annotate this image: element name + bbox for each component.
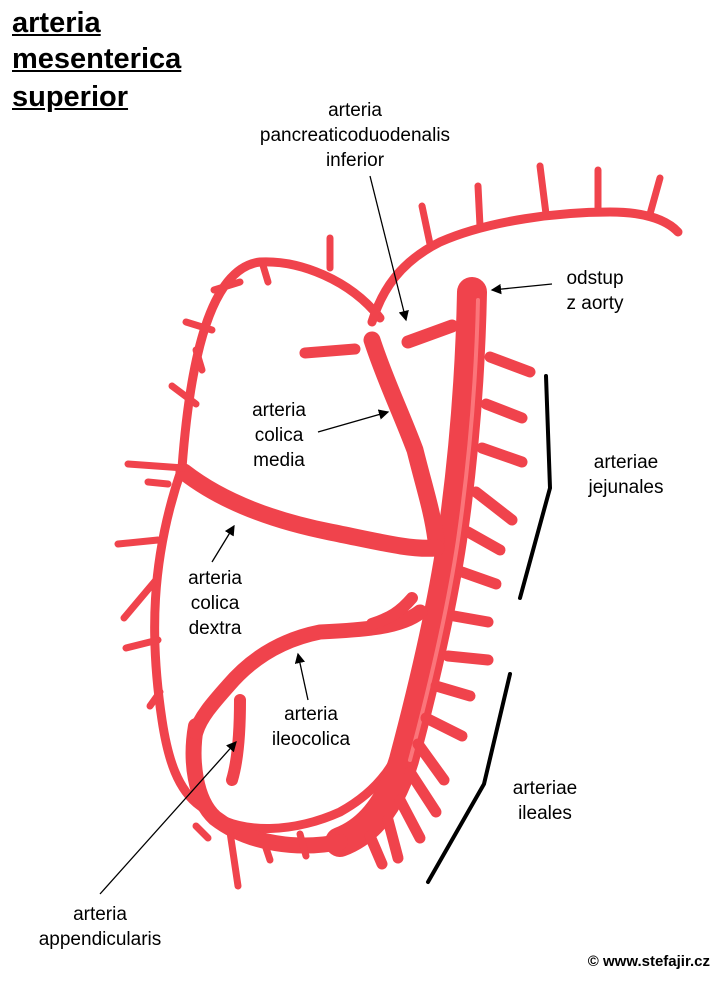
pointer-pancreaticoduodenalis — [369, 175, 409, 322]
copyright: © www.stefajir.cz — [587, 953, 710, 970]
label-odstup: odstup z aorty — [566, 268, 624, 314]
brackets — [426, 374, 553, 884]
appendicularis-vessel — [226, 694, 246, 786]
vessels — [114, 162, 683, 890]
ileal-branches — [364, 680, 476, 870]
label-appendicularis: arteria appendicularis — [38, 904, 162, 950]
label-colica-media: arteria colica media — [252, 400, 306, 471]
colica-dextra-vessel — [175, 463, 445, 557]
label-pancreaticoduodenalis: arteria pancreaticoduodenalis inferior — [259, 100, 451, 171]
title-line-2: mesenterica — [12, 43, 182, 75]
arcade-twigs — [114, 234, 334, 890]
title-line-3: superior — [12, 81, 129, 113]
pointer-colica-media — [317, 409, 390, 433]
ileales-bracket — [426, 672, 512, 884]
upper-arch-twigs — [418, 162, 664, 248]
label-colica-dextra: arteria colica dextra — [188, 568, 242, 639]
colica-media-vessel — [363, 331, 445, 549]
main-trunk — [325, 277, 487, 857]
pointer-ileocolica — [294, 652, 309, 701]
pointer-odstup — [490, 283, 553, 295]
marginal-arcade — [150, 257, 415, 833]
label-ileocolica: arteria ileocolica — [271, 704, 351, 750]
jejunales-bracket — [518, 374, 553, 600]
title-line-1: arteria — [12, 7, 101, 39]
label-jejunales: arteriae jejunales — [588, 452, 664, 498]
pointer-appendicularis — [99, 741, 237, 895]
upper-arch — [367, 207, 683, 327]
pointer-colica-dextra — [211, 524, 235, 563]
label-ileales: arteriae ileales — [512, 778, 578, 824]
jejunal-branches — [442, 351, 536, 666]
pointers — [99, 175, 553, 895]
